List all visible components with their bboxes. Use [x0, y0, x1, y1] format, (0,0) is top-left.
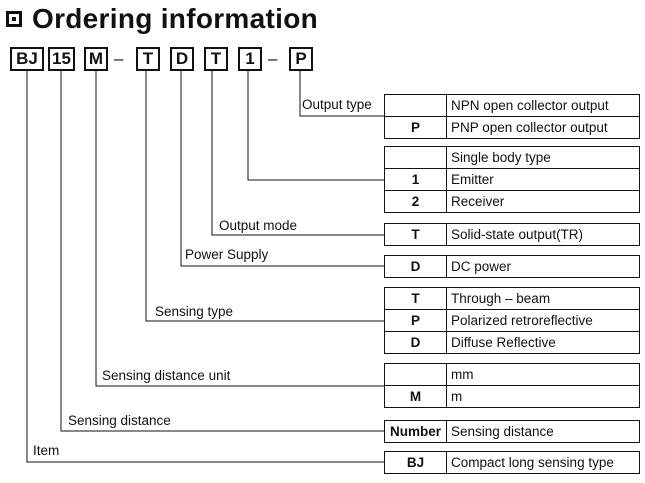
label-item: Item [33, 443, 60, 458]
table-row: NPN open collector output [384, 94, 640, 117]
code-part-distance-unit: M [84, 47, 108, 71]
code-part-sensing-type: T [136, 47, 160, 71]
code-dash: – [114, 49, 124, 68]
line-distance-unit [95, 71, 384, 387]
section-title: Ordering information [6, 2, 318, 36]
code-part-output-type: P [289, 47, 313, 71]
line-power-supply [180, 71, 384, 267]
label-output-mode: Output mode [219, 218, 298, 233]
label-sensing-type: Sensing type [155, 304, 234, 319]
label-sensing-distance: Sensing distance [68, 413, 171, 428]
table-row: mm [384, 363, 640, 386]
line-body-type [247, 71, 384, 181]
code-part-output-mode: T [204, 47, 228, 71]
code-part-item: BJ [10, 47, 44, 71]
square-bullet-icon [6, 11, 22, 27]
line-output-mode [211, 71, 384, 236]
line-item [26, 71, 384, 463]
code-part-body-type: 1 [238, 47, 262, 71]
table-row: Single body type [384, 146, 640, 169]
line-output-type [299, 71, 384, 117]
label-output-type: Output type [302, 97, 372, 112]
page-title: Ordering information [32, 3, 318, 34]
code-part-sensing-distance: 15 [48, 47, 75, 71]
line-sensing-type [145, 71, 384, 322]
label-power-supply: Power Supply [185, 247, 269, 262]
code-part-power-supply: D [170, 47, 194, 71]
code-dash: – [268, 49, 278, 68]
line-sensing-distance [60, 71, 384, 432]
label-sensing-distance-unit: Sensing distance unit [102, 368, 231, 383]
